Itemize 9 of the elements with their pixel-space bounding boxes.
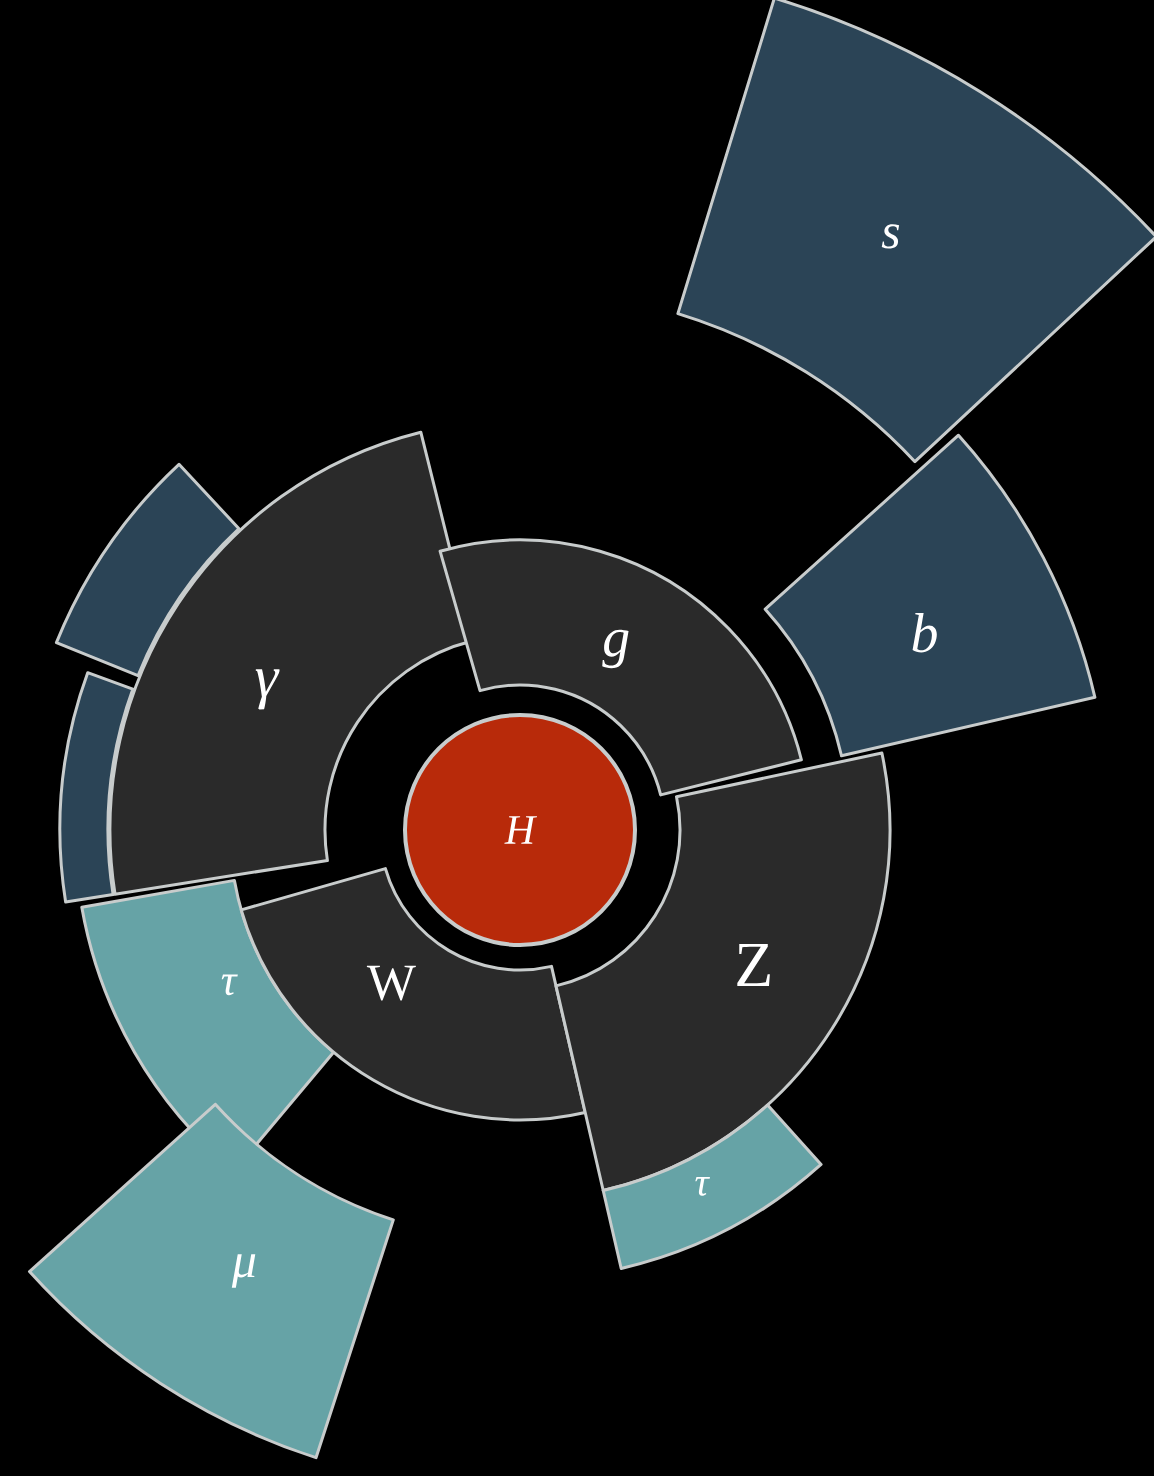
sector-tile: b	[763, 433, 1097, 758]
sector-tile: W	[239, 867, 587, 1122]
sector-tile	[54, 462, 241, 678]
sector-tile	[58, 671, 135, 904]
sector-tile: g	[438, 538, 803, 797]
sector-tile: γ	[108, 430, 475, 896]
sector-tile: τ	[601, 1103, 823, 1270]
sector-tile: μ	[28, 1102, 395, 1460]
sector-tile: τ	[80, 878, 336, 1173]
